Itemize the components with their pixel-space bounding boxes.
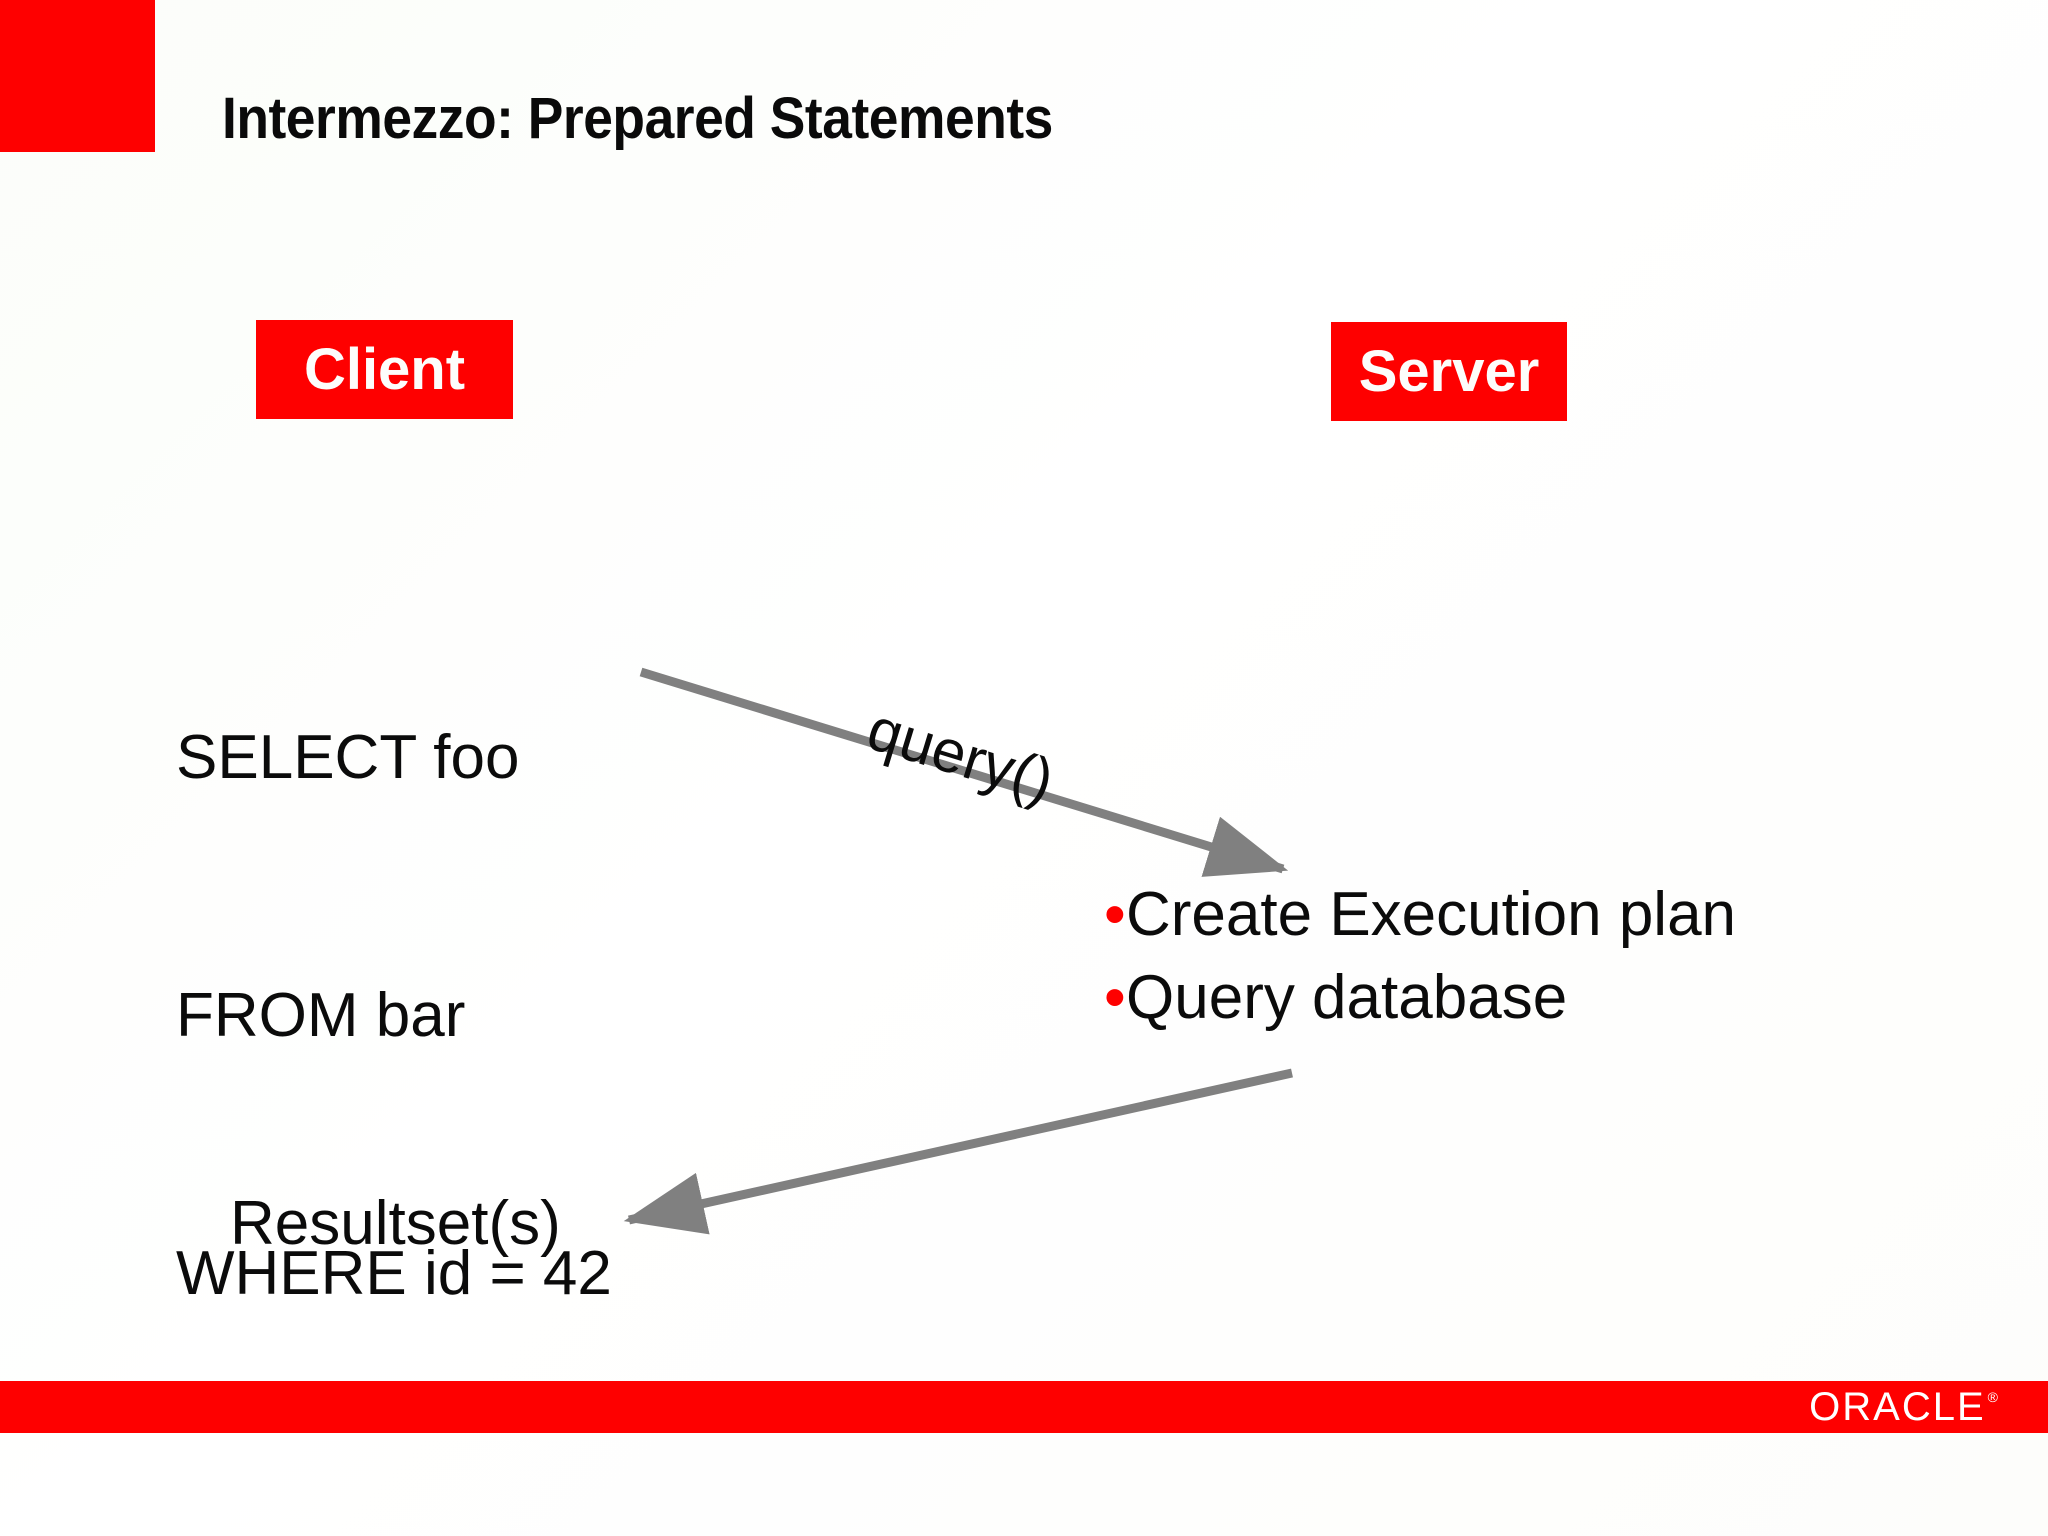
footer-bar bbox=[0, 1381, 2048, 1433]
oracle-wordmark: ORACLE bbox=[1809, 1385, 1986, 1429]
sql-line-select: SELECT foo bbox=[176, 723, 520, 792]
list-item: • Create Execution plan bbox=[1104, 884, 1736, 967]
page-title: Intermezzo: Prepared Statements bbox=[222, 86, 1053, 151]
registered-trademark-icon: ® bbox=[1987, 1389, 1998, 1405]
client-lane-label-text: Client bbox=[303, 337, 466, 402]
oracle-logo: ORACLE ® bbox=[1809, 1387, 1998, 1427]
bullet-dot-icon: • bbox=[1104, 963, 1126, 1032]
arrow-resultset-server-to-client bbox=[623, 1068, 1293, 1235]
server-lane-label-text: Server bbox=[1358, 339, 1540, 404]
client-lane-label: Client bbox=[256, 320, 513, 419]
client-sql-statement: SELECT foo FROM bar WHERE id = 42 bbox=[176, 543, 612, 1489]
server-step-label: Query database bbox=[1126, 963, 1568, 1032]
red-corner-block bbox=[0, 0, 155, 152]
sql-line-from: FROM bar bbox=[176, 981, 466, 1050]
flow-label-query: query() bbox=[860, 694, 1062, 815]
bullet-dot-icon: • bbox=[1104, 880, 1126, 949]
server-lane-label: Server bbox=[1331, 322, 1567, 421]
list-item: • Query database bbox=[1104, 967, 1736, 1050]
client-resultset-label: Resultset(s) bbox=[230, 1189, 561, 1258]
sql-line-where: WHERE id = 42 bbox=[176, 1239, 612, 1308]
server-step-label: Create Execution plan bbox=[1126, 880, 1737, 949]
server-steps-list: • Create Execution plan • Query database bbox=[1104, 884, 1736, 1050]
